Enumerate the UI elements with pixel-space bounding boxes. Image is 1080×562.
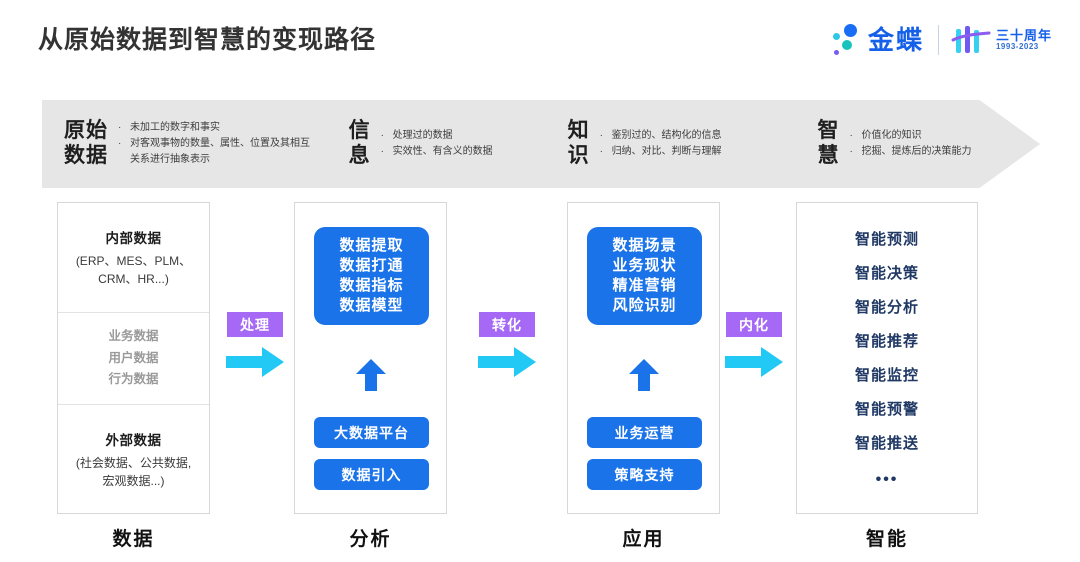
application-pill-2: 策略支持 [587,459,702,490]
analysis-pill-2: 数据引入 [314,459,429,490]
banner-bullet-list: · 未加工的数字和事实 · 对客观事物的数量、属性、位置及其相互关系进行抽象表示 [118,120,318,169]
external-data-title: 外部数据 [105,432,162,448]
banner-bullet-list: · 处理过的数据 · 实效性、有含义的数据 [381,128,493,160]
list-item: 风险识别 [612,296,677,314]
stage-label-application: 应用 [622,529,665,550]
brand-name: 金蝶 [867,25,924,55]
banner-bullet: · 未加工的数字和事实 [118,120,318,136]
banner-column-title: 知 识 [567,119,590,167]
list-item: 精准营销 [612,277,677,294]
banner-bullet-list: · 鉴别过的、结构化的信息 · 归纳、对比、判断与理解 [600,128,722,160]
arrow-right-icon [478,347,536,377]
bullet-dot-icon: · [849,146,853,157]
stage-label-intelligence: 智能 [865,529,908,550]
segment-data-types: 业务数据 用户数据 行为数据 [58,313,209,405]
anniversary-years: 1993-2023 [995,41,1039,51]
connector-internalization: 内化 [723,312,785,386]
segment-external-data: 外部数据 (社会数据、公共数据, 宏观数据...) [58,405,209,513]
arrow-up-icon [629,359,659,391]
list-item: 智能推荐 [854,332,919,350]
bullet-dot-icon: · [380,146,384,157]
bullet-dot-icon: · [118,121,122,133]
segment-internal-data: 内部数据 (ERP、MES、PLM、 CRM、HR...) [58,203,209,313]
internal-data-title: 内部数据 [105,231,162,246]
anniversary-mark-icon [951,26,991,53]
list-item: 数据提取 [339,237,404,255]
page-header: 从原始数据到智慧的变现路径 金蝶 三十周年 1993-2023 [0,0,1080,80]
bullet-dot-icon: · [118,137,122,149]
list-item: 智能决策 [854,264,919,282]
list-item: 智能监控 [854,366,919,384]
connector-label: 内化 [726,312,782,337]
banner-column-knowledge: 知 识 · 鉴别过的、结构化的信息 · 归纳、对比、判断与理解 [546,100,796,188]
card-analysis: 数据提取 数据打通 数据指标 数据模型 大数据平台 数据引入 [294,202,447,514]
kingdee-logo: 金蝶 三十周年 1993-2023 [830,18,1052,62]
list-item: 数据场景 [612,237,677,255]
banner-bullet: · 处理过的数据 [381,128,493,144]
banner-bullet: · 归纳、对比、判断与理解 [600,144,722,160]
intelligence-list: 智能预测 智能决策 智能分析 智能推荐 智能监控 智能预警 智能推送 ••• [797,203,977,513]
stage-label-analysis: 分析 [349,529,392,550]
list-item: 智能预测 [854,230,919,248]
connector-processing: 处理 [224,312,286,386]
banner-bullet-list: · 价值化的知识 · 挖掘、提炼后的决策能力 [850,128,972,160]
stage-label-data: 数据 [112,529,155,550]
banner-column-title: 智 慧 [817,119,840,167]
banner-bullet: · 对客观事物的数量、属性、位置及其相互关系进行抽象表示 [118,137,310,166]
list-item: 数据打通 [339,257,404,275]
list-item: 数据指标 [339,277,404,294]
bullet-dot-icon: · [380,129,384,141]
anniversary-label: 三十周年 [995,27,1052,43]
card-data: 内部数据 (ERP、MES、PLM、 CRM、HR...) 业务数据 用户数据 … [57,202,210,514]
list-item: 行为数据 [108,372,159,387]
page-title: 从原始数据到智慧的变现路径 [38,26,377,54]
arrow-up-icon [356,359,386,391]
card-intelligence: 智能预测 智能决策 智能分析 智能推荐 智能监控 智能预警 智能推送 ••• [796,202,978,514]
bullet-dot-icon: · [599,129,603,141]
banner-column-wisdom: 智 慧 · 价值化的知识 · 挖掘、提炼后的决策能力 [796,100,1040,188]
analysis-pill-1: 大数据平台 [314,417,429,448]
logo-divider [937,25,939,55]
application-pill-1: 业务运营 [587,417,702,448]
list-item: 业务现状 [612,257,677,275]
logo-dots-icon [830,22,864,58]
internal-data-subtitle: (ERP、MES、PLM、 CRM、HR...) [75,254,192,286]
banner-bullet: · 价值化的知识 [850,128,972,144]
list-item: 智能预警 [854,400,919,418]
list-item: 智能分析 [854,298,919,316]
connector-label: 转化 [479,312,535,337]
arrow-right-icon [226,347,284,377]
external-data-subtitle: (社会数据、公共数据, 宏观数据...) [75,455,192,488]
bullet-dot-icon: · [599,146,603,157]
list-item: 用户数据 [108,350,159,365]
bullet-dot-icon: · [849,129,853,141]
banner-bullet: · 鉴别过的、结构化的信息 [600,128,722,144]
arrow-right-icon [725,347,783,377]
banner-column-title: 信 息 [348,119,371,167]
pipeline-stage-row: 内部数据 (ERP、MES、PLM、 CRM、HR...) 业务数据 用户数据 … [0,202,1080,562]
list-item: 智能推送 [854,434,919,452]
banner-column-information: 信 息 · 处理过的数据 · 实效性、有含义的数据 [327,100,546,188]
card-application: 数据场景 业务现状 精准营销 风险识别 业务运营 策略支持 [567,202,720,514]
connector-transformation: 转化 [476,312,538,386]
analysis-capabilities-box: 数据提取 数据打通 数据指标 数据模型 [314,227,429,325]
banner-column-raw-data: 原始 数据 · 未加工的数字和事实 · 对客观事物的数量、属性、位置及其相互关系… [42,100,327,188]
application-scenarios-box: 数据场景 业务现状 精准营销 风险识别 [587,227,702,325]
banner-arrow-shape [42,100,1040,188]
banner-bullet: · 实效性、有含义的数据 [381,144,493,160]
dikw-arrow-banner: 原始 数据 · 未加工的数字和事实 · 对客观事物的数量、属性、位置及其相互关系… [42,100,1040,188]
list-item: 数据模型 [339,296,404,314]
anniversary-badge: 三十周年 1993-2023 [951,24,1052,56]
banner-bullet: · 挖掘、提炼后的决策能力 [850,144,972,160]
banner-column-title: 原始 数据 [64,119,108,167]
connector-label: 处理 [227,312,283,337]
list-item: 业务数据 [108,329,159,344]
list-ellipsis: ••• [875,471,899,489]
